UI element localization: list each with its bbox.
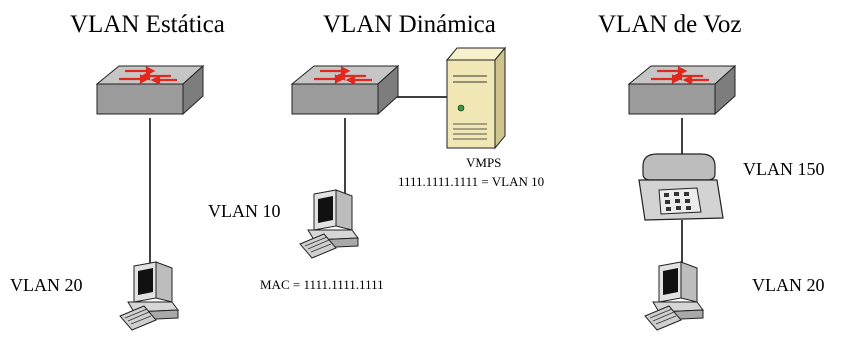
switch-icon bbox=[290, 64, 400, 116]
label-static-pc-vlan: VLAN 20 bbox=[10, 275, 83, 295]
switch-icon bbox=[627, 64, 737, 116]
workstation-icon bbox=[119, 261, 179, 331]
workstation-icon bbox=[299, 189, 359, 259]
ip-phone-icon bbox=[638, 153, 724, 221]
switch-icon bbox=[95, 64, 205, 116]
label-phone-vlan: VLAN 150 bbox=[743, 159, 825, 179]
title-dynamic-vlan: VLAN Dinámica bbox=[323, 11, 496, 38]
label-pc-mac: MAC = 1111.1111.1111 bbox=[260, 277, 384, 292]
label-server-mapping: 1111.1111.1111 = VLAN 10 bbox=[398, 174, 545, 189]
title-voice-vlan: VLAN de Voz bbox=[598, 11, 742, 38]
server-icon bbox=[445, 46, 507, 150]
title-static-vlan: VLAN Estática bbox=[70, 11, 225, 38]
label-dynamic-pc-vlan: VLAN 10 bbox=[208, 201, 281, 221]
workstation-icon bbox=[644, 261, 704, 331]
label-server-name: VMPS bbox=[466, 155, 502, 170]
label-voice-pc-vlan: VLAN 20 bbox=[752, 275, 825, 295]
